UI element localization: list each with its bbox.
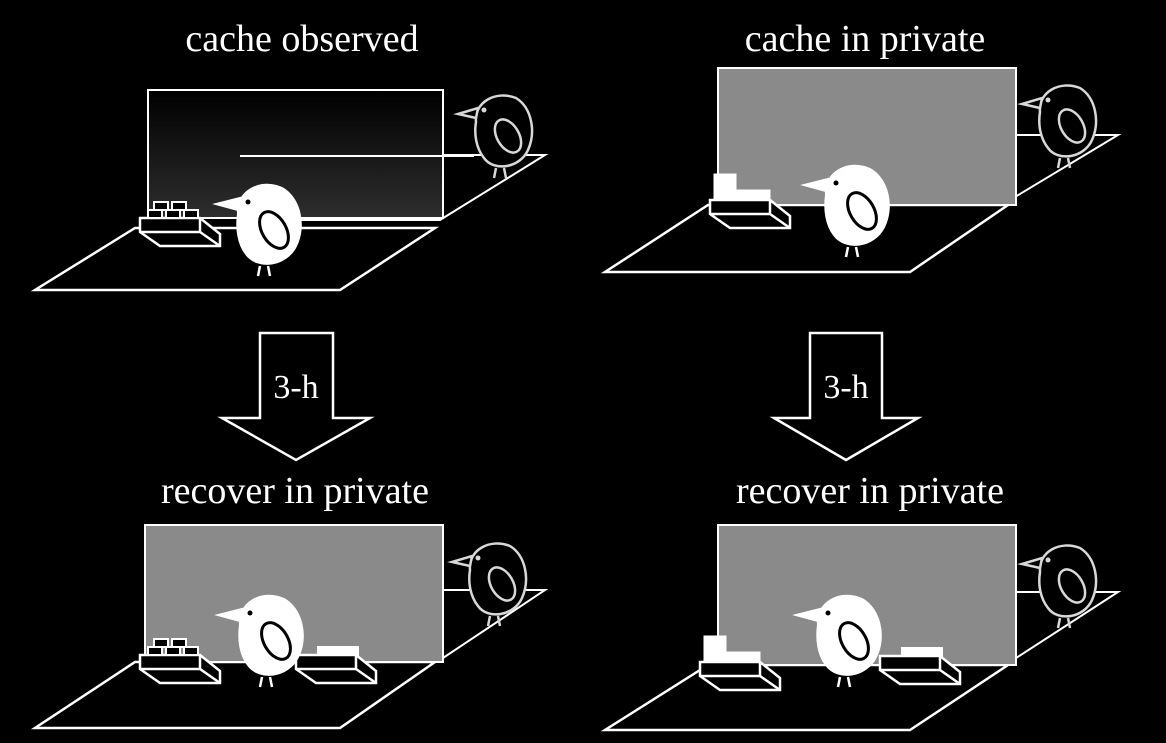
title-recover-in-private-right: recover in private	[736, 470, 1004, 512]
panel-recover-left	[30, 524, 549, 730]
transparent-barrier	[147, 89, 444, 219]
panel-recover-right	[600, 524, 1122, 732]
title-cache-observed: cache observed	[185, 18, 419, 60]
title-cache-in-private: cache in private	[744, 18, 986, 60]
observer-bird-tl	[456, 94, 534, 180]
arrow-right	[769, 331, 923, 462]
floor-near-tr	[600, 203, 1013, 274]
floor-near-tl	[30, 226, 440, 292]
observer-bird-bl	[450, 542, 528, 628]
arrow-left	[217, 331, 375, 462]
arrow-right-label: 3-h	[823, 369, 869, 406]
panel-cache-in-private	[600, 67, 1122, 274]
title-recover-in-private-left: recover in private	[161, 470, 429, 512]
arrow-left-label: 3-h	[273, 369, 319, 406]
panel-cache-observed	[30, 89, 549, 292]
observer-bird-br	[1020, 544, 1098, 630]
